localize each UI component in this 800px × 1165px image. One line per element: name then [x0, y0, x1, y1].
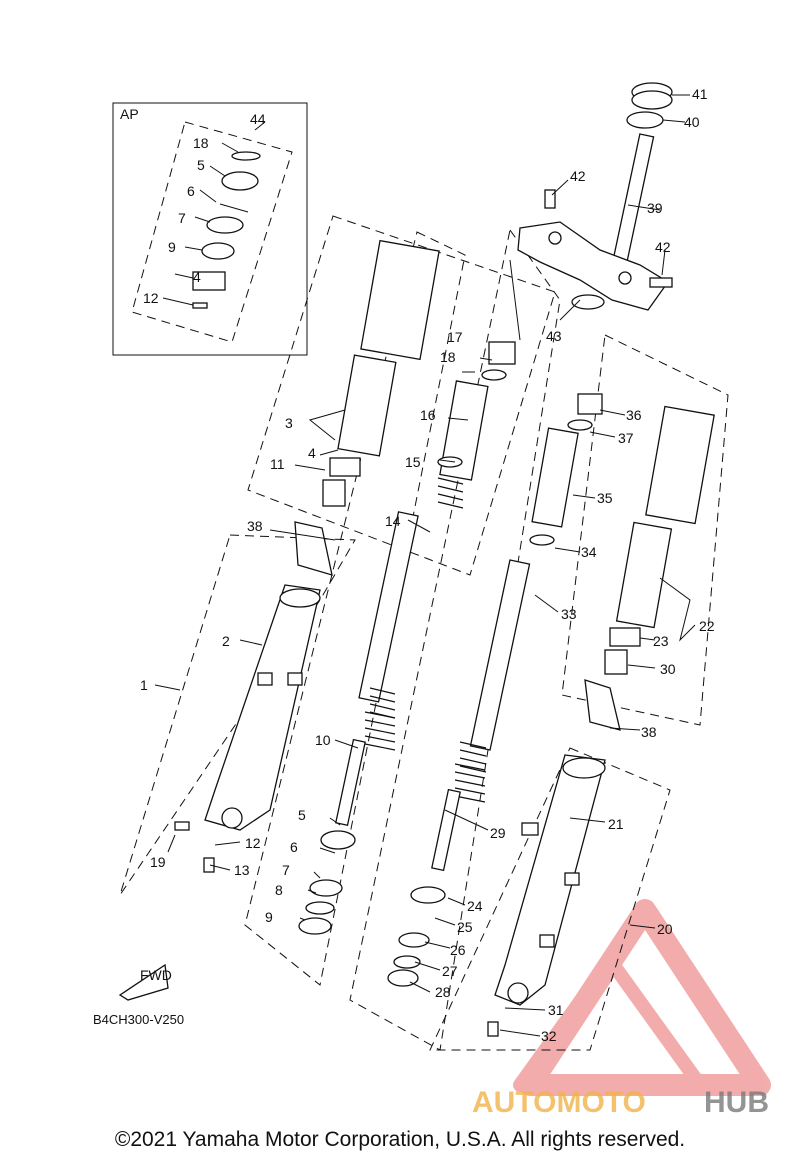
left-fork-inner: [298, 239, 516, 935]
svg-text:9: 9: [168, 239, 176, 255]
svg-text:13: 13: [234, 862, 250, 878]
svg-text:42: 42: [655, 239, 671, 255]
svg-text:4: 4: [193, 269, 201, 285]
watermark-text: AUTOMOTO HUB: [472, 1086, 769, 1119]
watermark-logo: [513, 899, 771, 1096]
svg-text:38: 38: [641, 724, 657, 740]
svg-text:17: 17: [447, 329, 463, 345]
svg-text:38: 38: [247, 518, 263, 534]
ap-kit-box: [112, 102, 308, 356]
svg-text:16: 16: [420, 407, 436, 423]
svg-text:12: 12: [143, 290, 159, 306]
svg-text:6: 6: [290, 839, 298, 855]
svg-text:26: 26: [450, 942, 466, 958]
svg-text:14: 14: [385, 513, 401, 529]
steering-stem: [517, 82, 673, 311]
svg-text:8: 8: [275, 882, 283, 898]
svg-text:27: 27: [442, 963, 458, 979]
svg-text:36: 36: [626, 407, 642, 423]
copyright-notice: ©2021 Yamaha Motor Corporation, U.S.A. A…: [114, 1128, 686, 1151]
svg-text:HUB: HUB: [704, 1086, 769, 1119]
svg-text:AUTOMOTO: AUTOMOTO: [472, 1086, 646, 1119]
svg-text:7: 7: [282, 862, 290, 878]
svg-text:37: 37: [618, 430, 634, 446]
svg-text:3: 3: [285, 415, 293, 431]
left-spring-outline: [244, 231, 466, 986]
right-outer-outline: [429, 747, 671, 1051]
svg-text:12: 12: [245, 835, 261, 851]
right-fork-inner: [387, 393, 715, 987]
right-fork-outer: [487, 754, 606, 1037]
leader-lines: [154, 94, 696, 1037]
svg-text:11: 11: [270, 456, 285, 472]
svg-text:5: 5: [298, 807, 306, 823]
svg-text:40: 40: [684, 114, 700, 130]
right-inner-outline: [561, 334, 729, 726]
ap-kit-parts: [192, 151, 261, 309]
svg-text:24: 24: [467, 898, 483, 914]
svg-text:22: 22: [699, 618, 715, 634]
svg-text:20: 20: [657, 921, 673, 937]
svg-text:43: 43: [546, 328, 562, 344]
left-fork-outer: [174, 521, 333, 873]
svg-text:15: 15: [405, 454, 421, 470]
svg-text:19: 19: [150, 854, 166, 870]
svg-text:9: 9: [265, 909, 273, 925]
ap-kit-label: AP: [120, 106, 139, 122]
svg-text:4: 4: [308, 445, 316, 461]
svg-text:FWD: FWD: [140, 967, 172, 983]
svg-text:5: 5: [197, 157, 205, 173]
svg-text:21: 21: [608, 816, 624, 832]
svg-text:30: 30: [660, 661, 676, 677]
svg-text:2: 2: [222, 633, 230, 649]
svg-text:35: 35: [597, 490, 613, 506]
svg-text:31: 31: [548, 1002, 564, 1018]
callout-numbers: 1 2 3 4 4 5 5 6 6 7 7 8 9 9 10 11 12 12 …: [140, 86, 715, 1044]
svg-text:44: 44: [250, 111, 266, 127]
svg-text:1: 1: [140, 677, 148, 693]
svg-text:18: 18: [440, 349, 456, 365]
svg-text:23: 23: [653, 633, 669, 649]
svg-text:42: 42: [570, 168, 586, 184]
svg-text:7: 7: [178, 210, 186, 226]
svg-text:29: 29: [490, 825, 506, 841]
svg-text:6: 6: [187, 183, 195, 199]
left-outer-outline: [119, 534, 356, 896]
svg-text:28: 28: [435, 984, 451, 1000]
fwd-arrow-icon: FWD: [118, 963, 172, 1001]
svg-text:39: 39: [647, 200, 663, 216]
svg-text:34: 34: [581, 544, 597, 560]
svg-text:32: 32: [541, 1028, 557, 1044]
left-inner-outline: [247, 215, 556, 576]
svg-text:10: 10: [315, 732, 331, 748]
svg-text:25: 25: [457, 919, 473, 935]
svg-text:41: 41: [692, 86, 708, 102]
svg-text:33: 33: [561, 606, 577, 622]
diagram-code: B4CH300-V250: [93, 1012, 185, 1027]
svg-text:18: 18: [193, 135, 209, 151]
